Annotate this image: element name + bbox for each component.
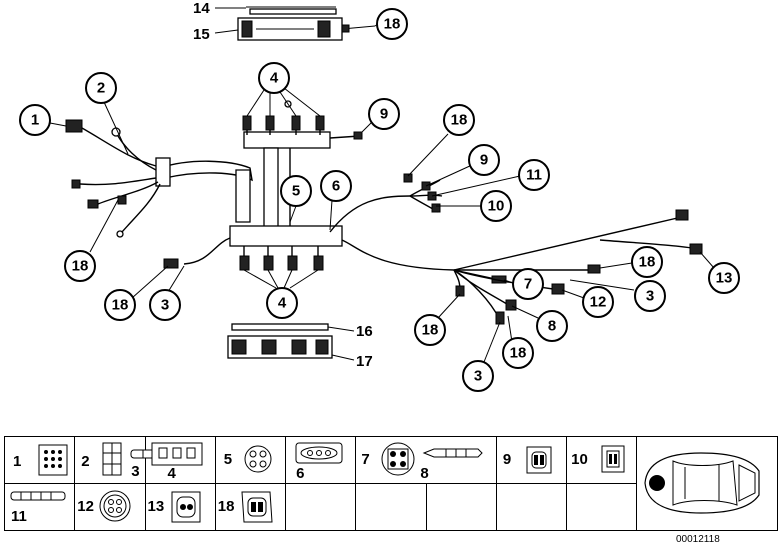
svg-text:8: 8 bbox=[548, 318, 556, 335]
callout-8[interactable]: 8 bbox=[536, 310, 568, 342]
legend-empty-5 bbox=[566, 483, 708, 531]
lower-connector-rail bbox=[163, 225, 343, 271]
svg-text:18: 18 bbox=[422, 322, 439, 339]
legend-empty-1 bbox=[285, 483, 357, 531]
legend-cell-11[interactable]: 11 bbox=[3, 483, 76, 531]
leader-lines bbox=[49, 23, 715, 363]
svg-text:9: 9 bbox=[380, 106, 388, 123]
svg-text:18: 18 bbox=[72, 258, 89, 275]
svg-text:13: 13 bbox=[716, 270, 733, 287]
svg-text:1: 1 bbox=[31, 112, 39, 129]
legend-cell-18[interactable]: 18 bbox=[214, 483, 287, 531]
callout-18-upper-right[interactable]: 18 bbox=[443, 104, 475, 136]
svg-text:3: 3 bbox=[474, 368, 482, 385]
plug-2pin-icon bbox=[526, 446, 552, 474]
svg-text:7: 7 bbox=[524, 276, 532, 293]
main-loom bbox=[155, 147, 291, 229]
label-17: 17 bbox=[356, 353, 373, 370]
legend-cell-5[interactable]: 5 bbox=[214, 436, 287, 484]
svg-text:5: 5 bbox=[292, 183, 300, 200]
callout-4-top[interactable]: 4 bbox=[258, 62, 290, 94]
svg-text:11: 11 bbox=[526, 167, 542, 184]
callout-18-left[interactable]: 18 bbox=[64, 250, 96, 282]
part-14-strip bbox=[246, 6, 337, 15]
callout-3-lower[interactable]: 3 bbox=[462, 360, 494, 392]
svg-text:3: 3 bbox=[646, 288, 654, 305]
sleeve-boot-icon bbox=[422, 448, 484, 458]
part-16-strip bbox=[231, 323, 329, 331]
svg-text:9: 9 bbox=[480, 152, 488, 169]
svg-text:18: 18 bbox=[639, 254, 656, 271]
part-17-cover bbox=[227, 335, 333, 359]
callout-9-right[interactable]: 9 bbox=[468, 144, 500, 176]
svg-text:6: 6 bbox=[332, 178, 340, 195]
callout-1[interactable]: 1 bbox=[19, 104, 51, 136]
legend-cell-4[interactable]: 4 bbox=[144, 436, 216, 484]
callout-18-lower-mid[interactable]: 18 bbox=[414, 314, 446, 346]
legend-cell-9[interactable]: 9 bbox=[495, 436, 568, 484]
callout-18-right[interactable]: 18 bbox=[631, 246, 663, 278]
callout-18-lower[interactable]: 18 bbox=[502, 337, 534, 369]
legend-cell-7-8[interactable]: 7 8 bbox=[355, 436, 497, 484]
svg-text:2: 2 bbox=[97, 80, 105, 97]
callout-18-top[interactable]: 18 bbox=[376, 8, 408, 40]
svg-text:12: 12 bbox=[590, 294, 607, 311]
svg-text:18: 18 bbox=[451, 112, 468, 129]
label-16: 16 bbox=[356, 323, 373, 340]
legend-cell-10[interactable]: 10 bbox=[566, 436, 638, 484]
legend-empty-3 bbox=[425, 483, 497, 531]
svg-text:4: 4 bbox=[278, 295, 287, 312]
parts-legend: 1 2 3 bbox=[3, 436, 778, 531]
diagram-id: 00012118 bbox=[676, 534, 720, 545]
callout-6[interactable]: 6 bbox=[320, 170, 352, 202]
right-lower-branch bbox=[341, 209, 703, 325]
callout-3-left[interactable]: 3 bbox=[149, 289, 181, 321]
oval-connector-3pin-icon bbox=[295, 442, 343, 464]
callout-18-left-lower[interactable]: 18 bbox=[104, 289, 136, 321]
legend-cell-2-3[interactable]: 2 3 bbox=[74, 436, 192, 484]
callout-7[interactable]: 7 bbox=[512, 268, 544, 300]
left-branches bbox=[65, 119, 161, 238]
svg-text:10: 10 bbox=[488, 198, 505, 215]
label-14: 14 bbox=[193, 0, 210, 17]
callout-5[interactable]: 5 bbox=[280, 175, 312, 207]
callout-2[interactable]: 2 bbox=[85, 72, 117, 104]
svg-text:4: 4 bbox=[270, 70, 279, 87]
svg-text:18: 18 bbox=[112, 297, 129, 314]
callout-4-bottom[interactable]: 4 bbox=[266, 287, 298, 319]
upper-connector-rail bbox=[242, 100, 363, 149]
round-connector-5pin-icon bbox=[381, 442, 415, 476]
round-connector-4pin-icon bbox=[244, 445, 272, 473]
plug-13-icon bbox=[171, 491, 201, 523]
part-15-cover bbox=[237, 17, 376, 41]
callout-10[interactable]: 10 bbox=[480, 190, 512, 222]
callout-13[interactable]: 13 bbox=[708, 262, 740, 294]
plug-18-icon bbox=[241, 491, 273, 523]
callout-9-top[interactable]: 9 bbox=[368, 98, 400, 130]
legend-cell-1[interactable]: 1 bbox=[3, 436, 76, 484]
svg-text:18: 18 bbox=[510, 345, 527, 362]
legend-cell-6[interactable]: 6 bbox=[285, 436, 357, 484]
legend-empty-4 bbox=[495, 483, 568, 531]
sleeve-11-icon bbox=[10, 491, 66, 501]
plug-2pin-square-icon bbox=[601, 445, 625, 473]
callout-11[interactable]: 11 bbox=[518, 159, 550, 191]
legend-empty-2 bbox=[355, 483, 427, 531]
connector-12pin-icon bbox=[38, 444, 68, 476]
legend-cell-12[interactable]: 12 bbox=[74, 483, 146, 531]
round-connector-12-icon bbox=[99, 490, 131, 522]
svg-text:18: 18 bbox=[384, 16, 401, 33]
callout-12[interactable]: 12 bbox=[582, 286, 614, 318]
connector-3pin-icon bbox=[151, 442, 203, 466]
callout-3-right[interactable]: 3 bbox=[634, 280, 666, 312]
connector-6pin-icon bbox=[102, 442, 122, 476]
svg-text:3: 3 bbox=[161, 297, 169, 314]
legend-cell-13[interactable]: 13 bbox=[144, 483, 216, 531]
label-15: 15 bbox=[193, 26, 210, 43]
